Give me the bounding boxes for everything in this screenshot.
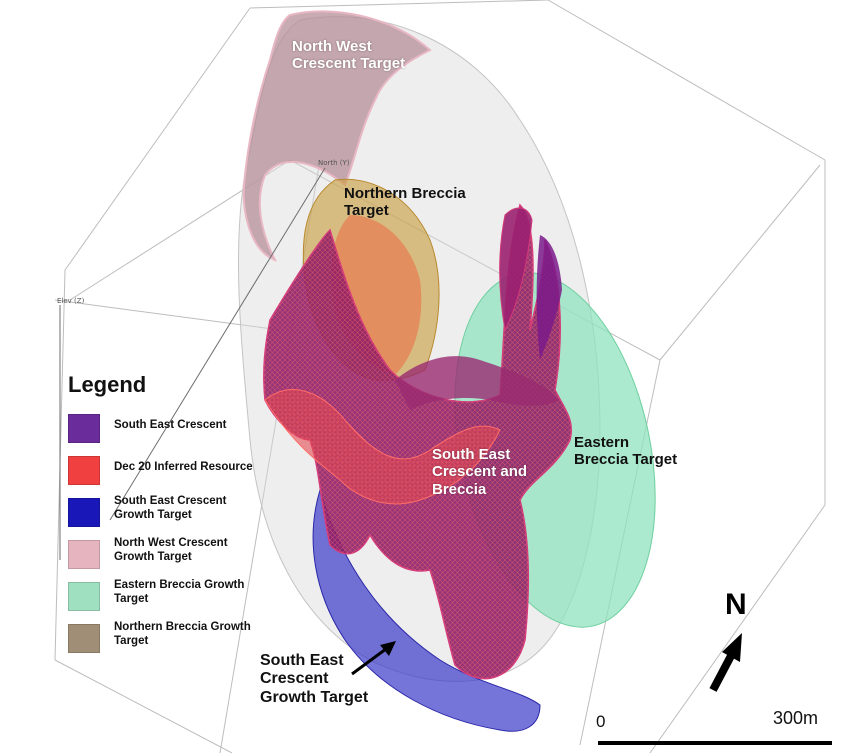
scale-end-label: 300m xyxy=(773,708,819,728)
legend-swatch xyxy=(68,582,100,611)
legend-swatch xyxy=(68,624,100,653)
legend-item-se-crescent-growth: South East Crescent Growth Target xyxy=(62,495,272,538)
se-crescent-growth-target xyxy=(312,488,541,732)
legend-item-northern-breccia-growth: Northern Breccia Growth Target xyxy=(62,621,272,664)
legend-title: Legend xyxy=(68,372,147,397)
scale-start-label: 0 xyxy=(596,712,606,731)
se-growth-label: South East Crescent Growth Target xyxy=(260,652,369,706)
nw-crescent-label: North West Crescent Target xyxy=(292,38,406,73)
legend-item-nw-crescent-growth: North West Crescent Growth Target xyxy=(62,537,272,580)
growth-target-pointer xyxy=(351,641,396,676)
north-axis-label: North (Y) xyxy=(318,159,350,167)
northern-breccia-label: Northern Breccia Target xyxy=(344,185,466,220)
axes xyxy=(59,167,326,560)
eastern-breccia-label: Eastern Breccia Target xyxy=(574,434,678,469)
legend-swatch xyxy=(68,540,100,569)
north-arrow-icon xyxy=(709,633,742,692)
legend-swatch xyxy=(68,456,100,485)
se-crescent-breccia-body xyxy=(263,203,572,680)
se-crescent-breccia-label: South East Crescent and Breccia xyxy=(432,446,528,498)
legend-swatch xyxy=(68,498,100,527)
elev-axis-label: Elev (Z) xyxy=(57,297,85,305)
north-arrow-label: N xyxy=(725,588,747,621)
legend-item-inferred-resource: Dec 20 Inferred Resource xyxy=(62,454,272,496)
legend-item-eastern-breccia-growth: Eastern Breccia Growth Target xyxy=(62,579,272,622)
legend-swatch xyxy=(68,414,100,443)
legend-item-se-crescent: South East Crescent xyxy=(62,412,272,454)
legend: Legend South East Crescent Dec 20 Inferr… xyxy=(62,372,272,664)
nw-crescent-target xyxy=(242,10,432,262)
